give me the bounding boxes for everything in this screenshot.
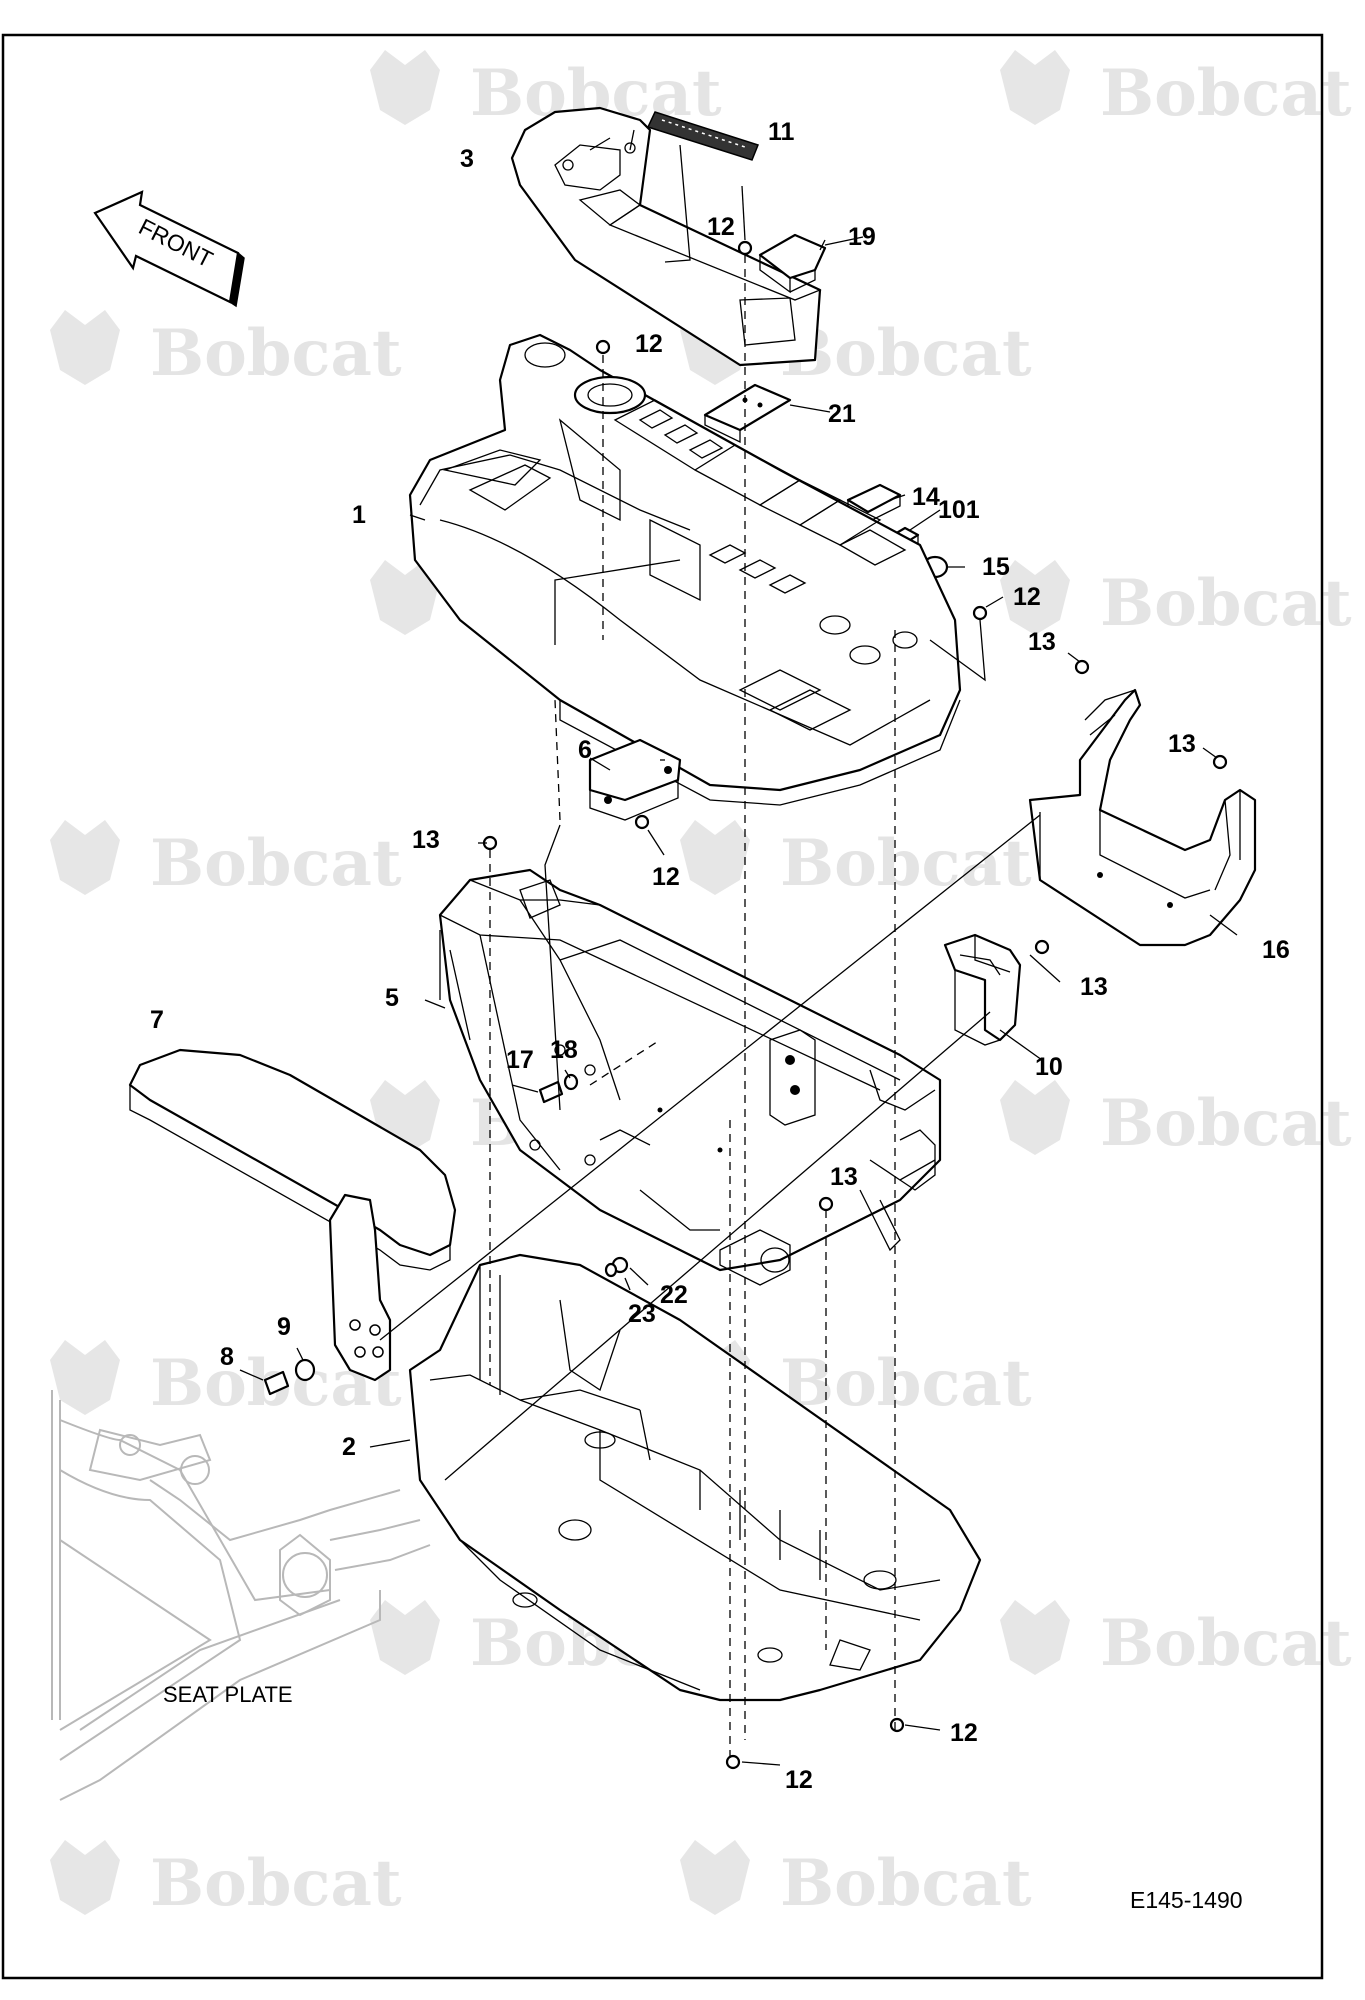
part-10-clip xyxy=(943,933,1022,1046)
svg-text:Bobcat: Bobcat xyxy=(780,316,1032,391)
callout-11: 11 xyxy=(768,118,795,146)
callout-9: 9 xyxy=(277,1313,291,1341)
callout-13-b: 13 xyxy=(1168,730,1196,758)
bobcat-watermark-logo: Bobcat xyxy=(50,820,402,901)
callout-12-f: 12 xyxy=(785,1766,813,1794)
drawing-frame xyxy=(1,33,1324,1980)
callout-13-d: 13 xyxy=(1080,973,1108,1001)
seat-plate-label: SEAT PLATE xyxy=(163,1682,293,1707)
svg-text:Bobcat: Bobcat xyxy=(780,826,1032,901)
callout-23: 23 xyxy=(628,1300,656,1328)
part-5-console-frame xyxy=(438,868,942,1286)
callout-21: 21 xyxy=(828,400,856,428)
callout-1: 1 xyxy=(352,501,366,529)
bobcat-watermark-logo: Bobcat xyxy=(1000,1080,1352,1161)
callout-12-d: 12 xyxy=(652,863,680,891)
part-21-plate xyxy=(703,383,792,444)
part-6-bracket xyxy=(588,738,682,821)
part-1-console-upper-housing xyxy=(408,333,962,806)
callout-15: 15 xyxy=(982,553,1010,581)
bobcat-watermark-logo: Bobcat xyxy=(680,1840,1032,1921)
svg-text:Bobcat: Bobcat xyxy=(780,1346,1032,1421)
bobcat-watermark-logo: Bobcat xyxy=(1000,1600,1352,1681)
callout-5: 5 xyxy=(385,984,399,1012)
part-3-upper-cover xyxy=(510,106,822,367)
callout-12-b: 12 xyxy=(635,330,663,358)
svg-text:Bobcat: Bobcat xyxy=(780,1846,1032,1921)
svg-text:Bobcat: Bobcat xyxy=(150,316,402,391)
callout-12-c: 12 xyxy=(1013,583,1041,611)
callout-22: 22 xyxy=(660,1281,688,1309)
callout-101: 101 xyxy=(938,496,980,524)
seat-plate-linkage xyxy=(51,1390,431,1801)
bobcat-watermark-logo: Bobcat xyxy=(50,1840,402,1921)
part-11-label-strip xyxy=(646,111,759,161)
callout-12-e: 12 xyxy=(950,1719,978,1747)
callout-19: 19 xyxy=(848,223,876,251)
svg-text:Bobcat: Bobcat xyxy=(1100,566,1352,641)
svg-text:Bobcat: Bobcat xyxy=(150,1846,402,1921)
bobcat-watermark-logo: Bobcat xyxy=(1000,50,1352,131)
callout-13-c: 13 xyxy=(412,826,440,854)
front-direction-arrow: FRONT xyxy=(93,190,245,308)
callout-8: 8 xyxy=(220,1343,234,1371)
callout-14: 14 xyxy=(912,483,940,511)
svg-text:Bobcat: Bobcat xyxy=(1100,56,1352,131)
callout-13-e: 13 xyxy=(830,1163,858,1191)
callout-7: 7 xyxy=(150,1006,164,1034)
callout-16: 16 xyxy=(1262,936,1290,964)
callout-18: 18 xyxy=(550,1036,578,1064)
svg-text:Bobcat: Bobcat xyxy=(150,826,402,901)
callout-12-a: 12 xyxy=(707,213,735,241)
part-2-console-lower-shell xyxy=(408,1253,982,1702)
callout-10: 10 xyxy=(1035,1053,1063,1081)
bobcat-watermark-logo: Bobcat xyxy=(370,50,722,131)
leader-lines xyxy=(239,144,1238,1766)
callout-3: 3 xyxy=(460,145,474,173)
callout-13-a: 13 xyxy=(1028,628,1056,656)
callout-6: 6 xyxy=(578,736,592,764)
callout-labels: 1 2 3 5 6 7 8 9 10 11 12 12 12 12 12 12 … xyxy=(150,118,1290,1794)
part-7-armrest xyxy=(128,1048,457,1382)
bobcat-watermark-logo: Bobcat xyxy=(680,820,1032,901)
bobcat-watermark-logo: Bobcat xyxy=(1000,560,1352,641)
assembly-dash-lines xyxy=(489,255,896,1762)
part-16-side-bracket xyxy=(1028,688,1257,947)
drawing-id: E145-1490 xyxy=(1130,1887,1243,1913)
callout-2: 2 xyxy=(342,1433,356,1461)
svg-text:Bobcat: Bobcat xyxy=(1100,1606,1352,1681)
part-19-cover-plate xyxy=(758,233,827,294)
callout-17: 17 xyxy=(506,1046,534,1074)
bobcat-watermark-logo: Bobcat xyxy=(50,310,402,391)
svg-text:Bobcat: Bobcat xyxy=(1100,1086,1352,1161)
fastener-set xyxy=(263,240,1228,1770)
